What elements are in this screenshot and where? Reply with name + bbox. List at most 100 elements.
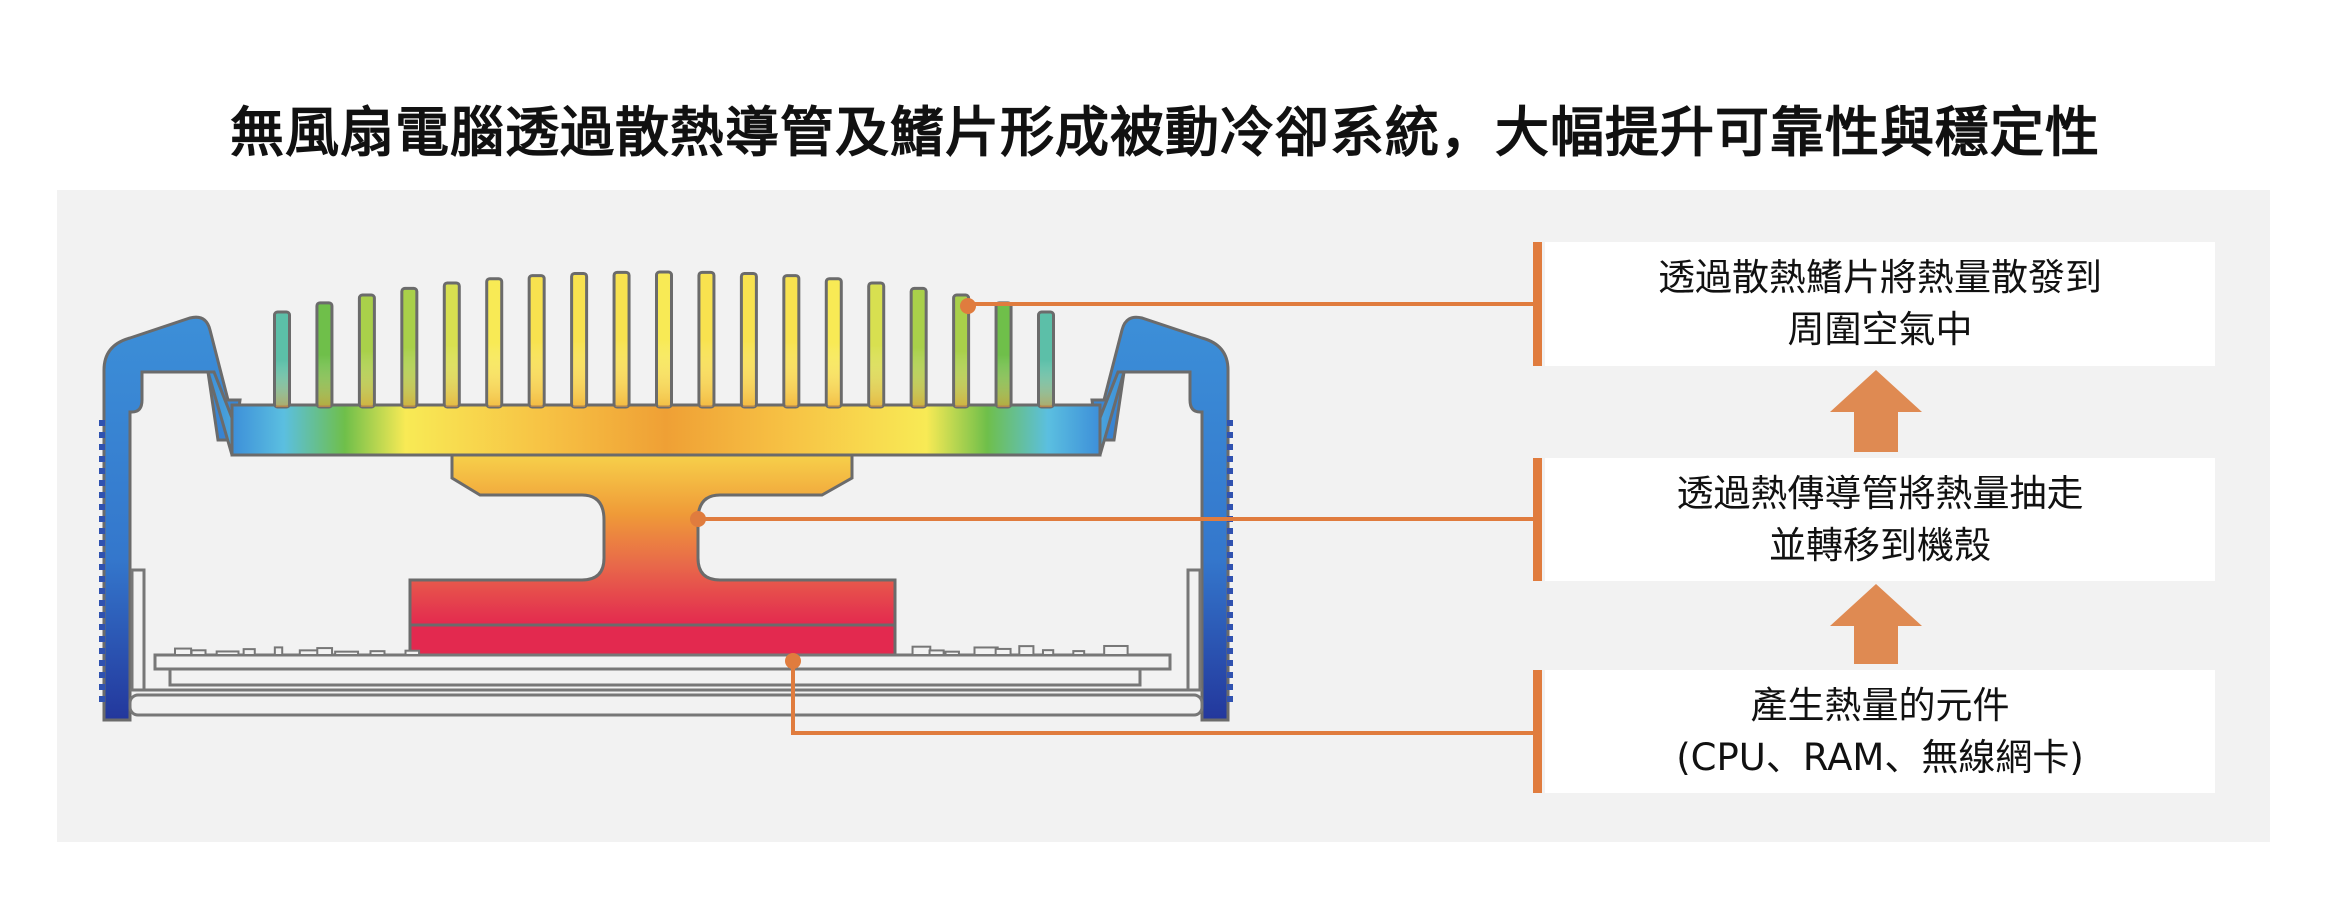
heatsink-fin-shade [488,342,501,407]
pcb-component [1103,644,1129,657]
heatsink-fin-shade [445,344,458,407]
step-bar [1533,670,1542,793]
page-title: 無風扇電腦透過散熱導管及鰭片形成被動冷卻系統，大幅提升可靠性與穩定性 [230,101,2100,164]
chassis-rib [1227,552,1233,558]
chassis-rib [99,648,105,654]
heatsink-fin-shade [742,340,755,407]
chassis-rib [99,444,105,450]
marker-dot-components [785,653,801,669]
chassis-rib [1227,444,1233,450]
chassis-rib [1227,420,1233,426]
leader-lines [698,302,1538,735]
pcb-component [298,649,319,656]
pcb-component [242,648,256,656]
step-text-line2: 並轉移到機殼 [1769,523,1991,567]
pcb-component [1041,649,1055,656]
step-text-line1: 透過熱傳導管將熱量抽走 [1676,471,2084,515]
heatsink-fin-shade [827,342,840,407]
pcb-component [174,647,193,656]
chassis-rib [1227,624,1233,630]
chassis-rib [99,504,105,510]
pcb-component [928,649,945,656]
chassis-rib [1227,456,1233,462]
chassis-rib [99,432,105,438]
chassis-rib [99,696,105,702]
chassis-rib [1227,564,1233,570]
step-bar [1533,242,1542,366]
chassis-rib [99,540,105,546]
pcb-components [174,644,1129,657]
chassis-rib [99,684,105,690]
heatsink-fin-shade [276,359,288,407]
pcb-component [994,647,1012,656]
chassis-left-wall [99,315,242,722]
chassis-rib [99,480,105,486]
heatsink-fin-shade [700,339,713,407]
chassis-rib [99,636,105,642]
chassis-rib [1227,540,1233,546]
chassis-rib [99,612,105,618]
chassis-rib [1227,492,1233,498]
heatsink-fin-shade [997,354,1010,407]
step-box-components: 產生熱量的元件 (CPU、RAM、無線網卡) [1533,670,2215,793]
pcb-component [911,645,932,656]
chassis-rib [1227,636,1233,642]
pcb-component [1072,650,1086,657]
cpu-contact [408,623,897,657]
heatsink-fin-shade [785,341,798,407]
chassis-rib [99,516,105,522]
step-text-line2: 周圍空氣中 [1787,308,1973,351]
chassis-rib [1227,480,1233,486]
heatsink-fin-shade [403,347,416,407]
heatsink-fin-shade [530,341,543,407]
leader-line-components [791,661,1538,735]
chassis-rib [1227,504,1233,510]
chassis-rib [99,456,105,462]
heat-pipe-column [408,453,897,627]
arrow-up-icon [1830,584,1922,664]
chassis-rib [1227,672,1233,678]
chassis-rib [99,492,105,498]
marker-dot-heatpipe [690,511,706,527]
chassis-right-wall [1090,315,1233,722]
step-box-fins: 透過散熱鰭片將熱量散發到 周圍空氣中 [1533,242,2215,366]
heatsink-fin-shade [1040,359,1052,407]
pcb-component [334,650,360,656]
chassis-rib [99,672,105,678]
heatsink-fins [273,270,1055,409]
heatsink-fin-shade [912,347,925,407]
chassis-rib [1227,696,1233,702]
pcb-board [128,568,1204,717]
arrow-up-icon [1830,370,1922,452]
chassis-rib [99,588,105,594]
chassis-rib [1227,612,1233,618]
heatsink-fin-shade [870,344,883,407]
step-text-line1: 透過散熱鰭片將熱量散發到 [1658,256,2102,299]
pcb-component [404,649,421,657]
step-bar [1533,458,1542,581]
pcb-component [273,646,284,656]
pcb-component [369,650,386,657]
chassis-rib [99,600,105,606]
chassis-rib [99,528,105,534]
chassis-rib [1227,432,1233,438]
pcb-component [316,647,334,657]
chassis-rib [99,420,105,426]
chassis-rib [99,564,105,570]
chassis-rib [1227,588,1233,594]
step-box-heatpipe: 透過熱傳導管將熱量抽走 並轉移到機殼 [1533,458,2215,581]
chassis-rib [1227,600,1233,606]
pcb-component [973,646,999,656]
chassis-rib [99,576,105,582]
heatsink-fin-shade [658,339,670,407]
chassis-rib [1227,684,1233,690]
chassis-rib [1227,576,1233,582]
chassis-rib [1227,468,1233,474]
pcb-component [944,650,960,656]
heatsink-plate [230,403,1102,457]
chassis-rib [99,552,105,558]
pcb-component [190,649,207,657]
chassis-rib [1227,528,1233,534]
chassis-rib [1227,660,1233,666]
